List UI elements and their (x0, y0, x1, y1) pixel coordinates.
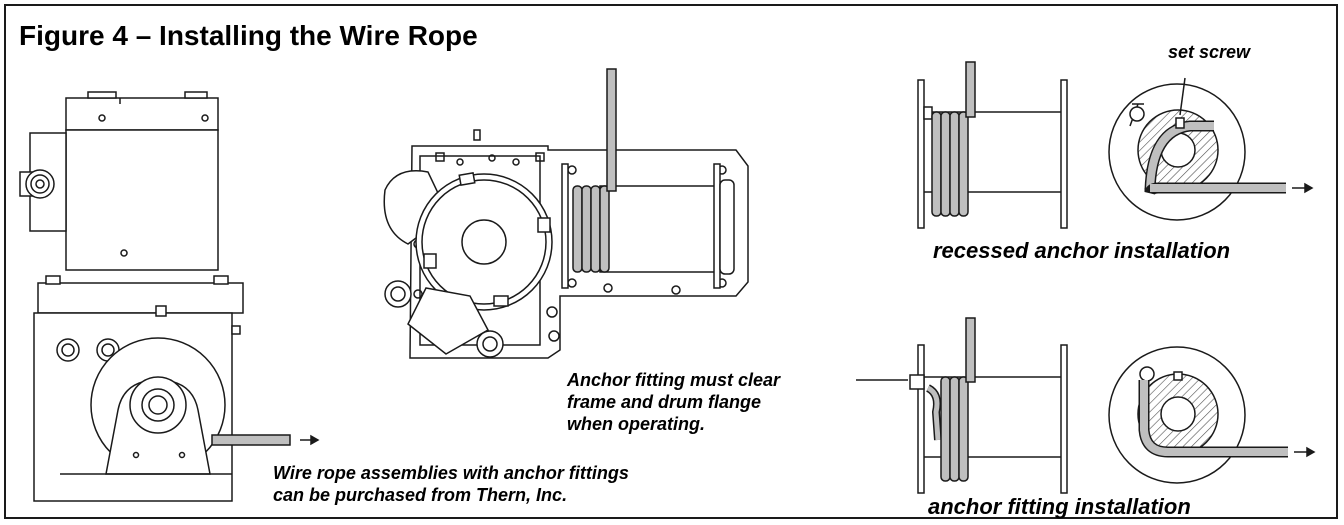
purchase-note: Wire rope assemblies with anchor fitting… (273, 462, 629, 506)
anchor-fitting-drum-side (856, 318, 1067, 493)
hoist-side-view (384, 69, 748, 358)
set-screw-label: set screw (1168, 42, 1251, 62)
rope-coils-side (573, 186, 609, 272)
clearance-note-line: when operating. (567, 414, 706, 434)
anchor-fitting-drum-end (1109, 347, 1314, 483)
clearance-note-line: frame and drum flange (567, 392, 762, 412)
cable-gland-side (385, 281, 503, 357)
hoist-front-view (20, 92, 318, 501)
recessed-anchor-drum-side (918, 62, 1067, 228)
purchase-note-line: can be purchased from Thern, Inc. (273, 485, 568, 505)
cable-gland-left (20, 170, 54, 198)
purchase-note-line: Wire rope assemblies with anchor fitting… (273, 463, 629, 483)
recessed-anchor-drum-end (1109, 78, 1312, 220)
anchor-fitting-caption: anchor fitting installation (928, 494, 1191, 519)
recessed-anchor-caption: recessed anchor installation (933, 238, 1231, 263)
figure-frame (4, 4, 1338, 519)
clearance-note: Anchor fitting must clear frame and drum… (567, 369, 780, 435)
figure-title: Figure 4 – Installing the Wire Rope (19, 20, 478, 51)
clearance-note-line: Anchor fitting must clear (567, 370, 781, 390)
